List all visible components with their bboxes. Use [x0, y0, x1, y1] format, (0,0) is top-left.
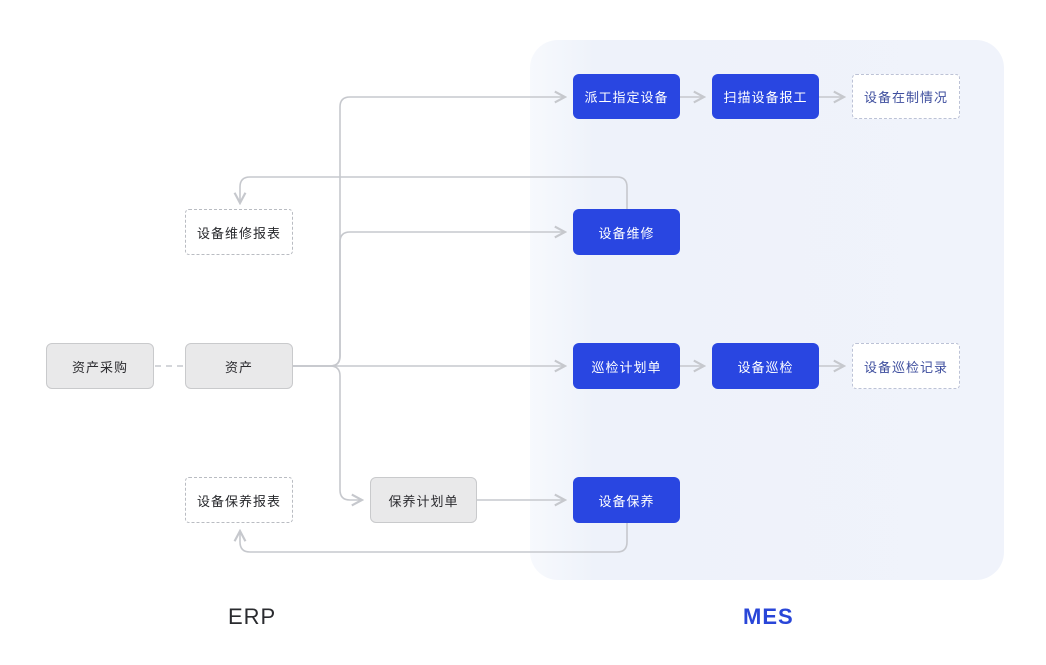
lane-label-erp: ERP [228, 604, 277, 629]
node-asset-purchase: 资产采购 [46, 343, 154, 389]
node-scan-equipment-report: 扫描设备报工 [712, 74, 819, 119]
node-inspection-plan: 巡检计划单 [573, 343, 680, 389]
node-dispatch-equipment: 派工指定设备 [573, 74, 680, 119]
node-maintenance-report: 设备保养报表 [185, 477, 293, 523]
lane-label-mes: MES [743, 604, 794, 629]
node-equipment-inspection: 设备巡检 [712, 343, 819, 389]
node-asset: 资产 [185, 343, 293, 389]
node-inspection-record: 设备巡检记录 [852, 343, 960, 389]
edge-asset-maintenance-plan [293, 365, 362, 500]
edge-asset-repair [293, 232, 565, 367]
node-equipment-wip-status: 设备在制情况 [852, 74, 960, 119]
edge-repair-repair-report [240, 176, 628, 209]
node-maintenance-plan: 保养计划单 [370, 477, 477, 523]
node-repair-report: 设备维修报表 [185, 209, 293, 255]
edge-maintenance-maintenance-report [240, 523, 628, 553]
node-equipment-maintenance: 设备保养 [573, 477, 680, 523]
node-equipment-repair: 设备维修 [573, 209, 680, 255]
